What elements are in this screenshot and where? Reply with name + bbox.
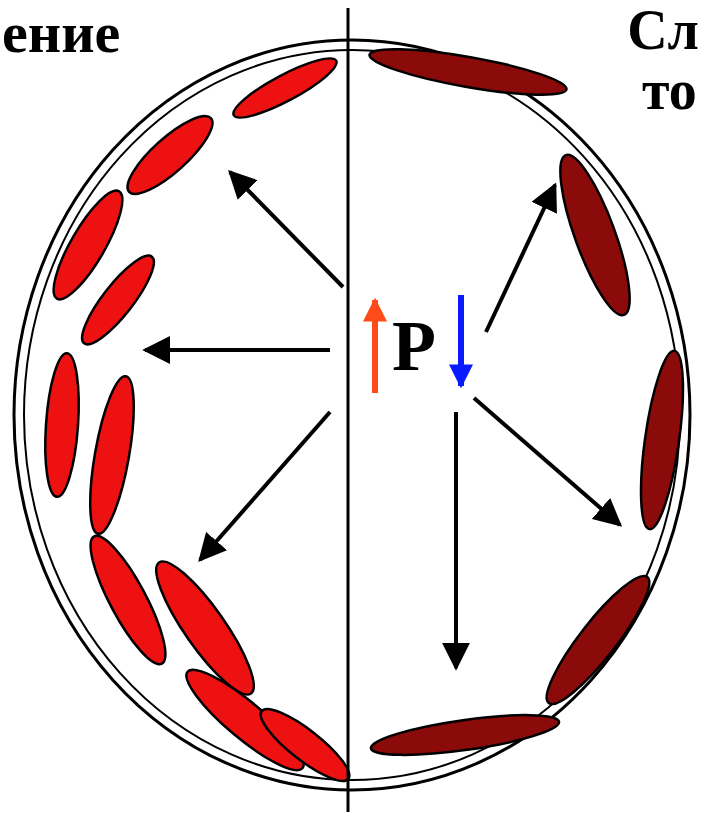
heading-fragment: Сл [625,2,701,58]
pressure-fall-arrow [458,295,464,386]
pressure-arrows [145,172,620,668]
pressure-rise-arrow [372,300,378,393]
divider-line [347,8,350,812]
outer-wall [14,40,690,790]
contracted-fibers [41,49,358,790]
heading-fragment: то [640,62,699,118]
relaxed-fibers [367,40,691,763]
heading-fragment: ение [0,4,122,62]
inner-wall [24,50,680,780]
pressure-symbol: P [390,310,438,382]
